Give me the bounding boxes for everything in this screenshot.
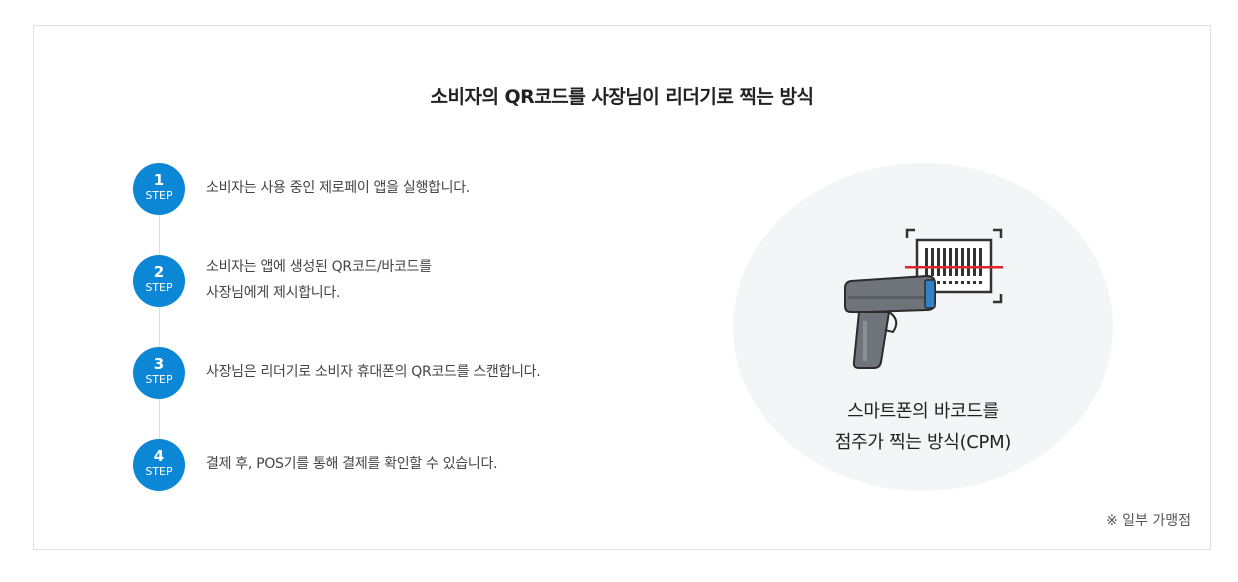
cpm-guide-card: 소비자의 QR코드를 사장님이 리더기로 찍는 방식 1 STEP 소비자는 사… xyxy=(33,25,1211,550)
footnote: ※ 일부 가맹점 xyxy=(1105,513,1191,529)
step-number: 4 xyxy=(153,447,165,465)
timeline-line xyxy=(159,188,160,468)
caption-line: 스마트폰의 바코드를 xyxy=(847,401,999,422)
step-badge: 3 STEP xyxy=(133,347,185,399)
step-description-line: 소비자는 앱에 생성된 QR코드/바코드를 xyxy=(206,259,432,275)
section-title: 소비자의 QR코드를 사장님이 리더기로 찍는 방식 xyxy=(430,86,814,108)
step-description: 결제 후, POS기를 통해 결제를 확인할 수 있습니다. xyxy=(206,451,498,477)
barcode-scanner-icon xyxy=(844,228,1003,369)
step-number: 3 xyxy=(153,355,165,373)
illustration-caption: 스마트폰의 바코드를 점주가 찍는 방식(CPM) xyxy=(733,396,1113,458)
illustration-background xyxy=(733,163,1113,491)
step-description: 소비자는 앱에 생성된 QR코드/바코드를 사장님에게 제시합니다. xyxy=(206,254,432,306)
step-badge: 2 STEP xyxy=(133,255,185,307)
step-description-line: 소비자는 사용 중인 제로페이 앱을 실행합니다. xyxy=(206,180,470,196)
step-badge: 4 STEP xyxy=(133,439,185,491)
step-label: STEP xyxy=(145,465,173,478)
step-description-line: 사장님에게 제시합니다. xyxy=(206,285,341,301)
step-description-line: 결제 후, POS기를 통해 결제를 확인할 수 있습니다. xyxy=(206,456,498,472)
caption-line: 점주가 찍는 방식(CPM) xyxy=(834,432,1012,453)
step-description-line: 사장님은 리더기로 소비자 휴대폰의 QR코드를 스캔합니다. xyxy=(206,364,541,380)
step-description: 소비자는 사용 중인 제로페이 앱을 실행합니다. xyxy=(206,175,470,201)
step-label: STEP xyxy=(145,189,173,202)
step-badge: 1 STEP xyxy=(133,163,185,215)
step-label: STEP xyxy=(145,373,173,386)
step-number: 2 xyxy=(153,263,165,281)
step-number: 1 xyxy=(153,171,165,189)
step-description: 사장님은 리더기로 소비자 휴대폰의 QR코드를 스캔합니다. xyxy=(206,359,541,385)
step-label: STEP xyxy=(145,281,173,294)
